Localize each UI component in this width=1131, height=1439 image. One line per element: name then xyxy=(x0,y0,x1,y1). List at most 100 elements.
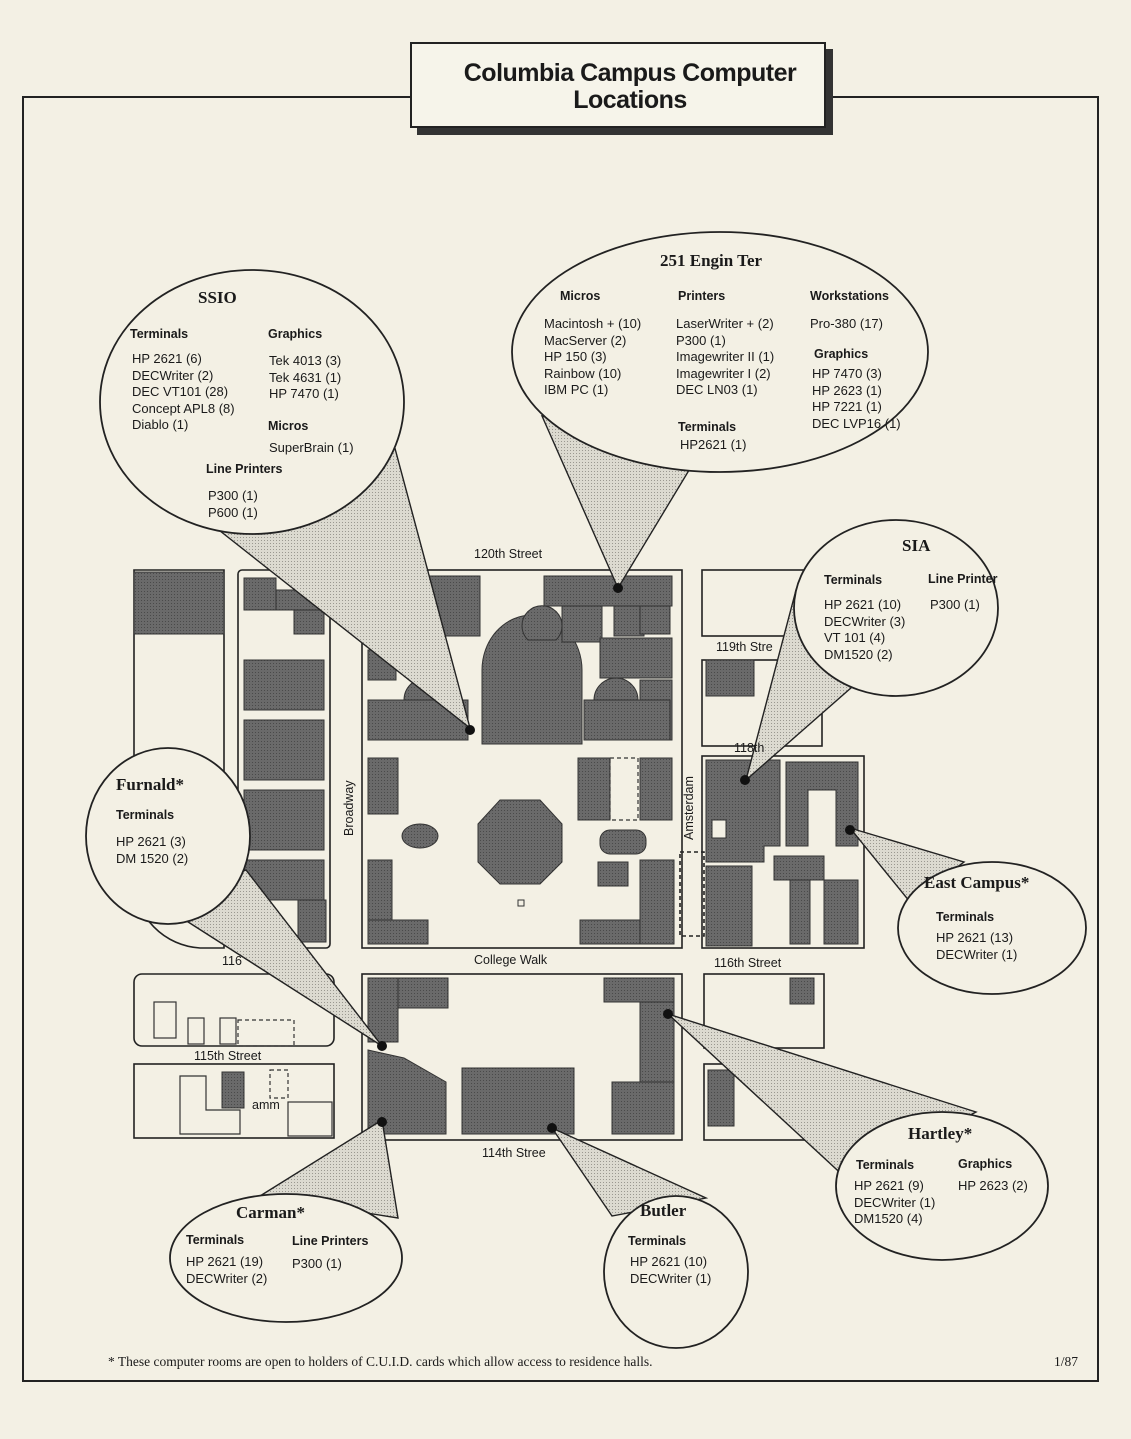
list-item: MacServer (2) xyxy=(544,332,627,348)
list-item: Concept APL8 (8) xyxy=(132,400,235,416)
list-item: IBM PC (1) xyxy=(544,382,609,397)
date-label: 1/87 xyxy=(1054,1354,1079,1369)
list-item: SuperBrain (1) xyxy=(269,440,354,455)
list-item: HP 2621 (6) xyxy=(132,351,202,366)
callout-hartley-name: Hartley* xyxy=(908,1124,973,1143)
callout-ssio-graphics-label: Graphics xyxy=(268,327,323,341)
callout-hartley-terminals-label: Terminals xyxy=(856,1158,915,1172)
callout-ssio-line-printers: P300 (1) P600 (1) xyxy=(208,488,258,521)
callout-butler-terminals-label: Terminals xyxy=(628,1234,687,1248)
callout-carman-line-printers: P300 (1) xyxy=(292,1256,342,1273)
callout-engin-graphics-label: Graphics xyxy=(814,347,869,361)
list-item: Tek 4631 (1) xyxy=(269,369,342,385)
title-box: Columbia Campus Computer Locations xyxy=(410,42,826,128)
block-west-114 xyxy=(133,1063,335,1139)
amsterdam-bridge xyxy=(679,851,705,937)
label-broadway: Broadway xyxy=(342,780,356,836)
outline-buildings xyxy=(153,1001,333,1137)
callout-hartley-graphics-label: Graphics xyxy=(958,1157,1013,1171)
callout-ssio-micros: SuperBrain (1) xyxy=(269,440,354,457)
callout-east-terminals-label: Terminals xyxy=(936,910,995,924)
callout-sia-line-printer: P300 (1) xyxy=(930,597,980,614)
callout-east-terminals: HP 2621 (13) DECWriter (1) xyxy=(936,930,1017,963)
list-item: DEC LN03 (1) xyxy=(676,382,758,397)
block-south-field xyxy=(361,973,683,1141)
callout-furnald-name: Furnald* xyxy=(116,775,185,794)
marker-sia xyxy=(740,775,750,785)
callout-sia-terminals-label: Terminals xyxy=(824,573,883,587)
callout-engin-micros: Macintosh + (10) MacServer (2) HP 150 (3… xyxy=(544,316,641,399)
list-item: Diablo (1) xyxy=(132,417,189,432)
list-item: HP 2621 (9) xyxy=(854,1178,924,1193)
marker-ssio xyxy=(465,725,475,735)
callout-sia-name: SIA xyxy=(902,536,931,555)
ellipse-east xyxy=(897,861,1087,995)
callout-engin-graphics: HP 7470 (3) HP 2623 (1) HP 7221 (1) DEC … xyxy=(812,366,901,432)
list-item: HP 150 (3) xyxy=(544,349,607,364)
footnote: * These computer rooms are open to holde… xyxy=(108,1354,653,1369)
list-item: P300 (1) xyxy=(930,597,980,612)
label-120th-street: 120th Street xyxy=(474,547,543,561)
title-line-1: Columbia Campus Computer xyxy=(463,59,797,87)
list-item: DECWriter (1) xyxy=(630,1270,712,1286)
list-item: Rainbow (10) xyxy=(544,365,622,381)
callout-ssio-name: SSIO xyxy=(198,288,237,307)
ellipse-butler xyxy=(603,1195,749,1349)
list-item: P300 (1) xyxy=(208,488,258,503)
list-item: P300 (1) xyxy=(676,332,726,348)
list-item: DECWriter (2) xyxy=(132,367,214,383)
marker-furnald xyxy=(377,1041,387,1051)
list-item: HP 2623 (1) xyxy=(812,382,882,398)
callout-furnald-terminals: HP 2621 (3) DM 1520 (2) xyxy=(116,834,188,867)
callout-engin-printers-label: Printers xyxy=(678,289,726,303)
label-116-west: 116 xyxy=(222,954,242,968)
ellipse-sia xyxy=(793,519,999,697)
list-item: P600 (1) xyxy=(208,504,258,520)
list-item: HP2621 (1) xyxy=(680,437,747,452)
callout-engin-workstations: Pro-380 (17) xyxy=(810,316,883,333)
list-item: DECWriter (1) xyxy=(936,946,1018,962)
callout-ssio-terminals: HP 2621 (6) DECWriter (2) DEC VT101 (28)… xyxy=(132,351,235,434)
marker-east xyxy=(845,825,855,835)
callout-carman-terminals: HP 2621 (19) DECWriter (2) xyxy=(186,1254,267,1287)
list-item: DM 1520 (2) xyxy=(116,850,189,866)
buildings xyxy=(133,571,859,1135)
ellipse-carman xyxy=(169,1193,403,1323)
list-item: HP 2621 (10) xyxy=(824,597,902,612)
callout-carman-terminals-label: Terminals xyxy=(186,1233,245,1247)
label-119th-street: 119th Stre xyxy=(716,640,773,654)
label-116th-street: 116th Street xyxy=(714,956,782,970)
list-item: VT 101 (4) xyxy=(824,630,886,645)
callout-engin-name: 251 Engin Ter xyxy=(660,251,763,270)
list-item: DM1520 (4) xyxy=(854,1211,923,1226)
callout-butler-terminals: HP 2621 (10) DECWriter (1) xyxy=(630,1254,711,1287)
marker-engin xyxy=(613,583,623,593)
list-item: HP 7470 (1) xyxy=(269,386,339,401)
ellipse-hartley xyxy=(835,1111,1049,1261)
callout-sia-terminals: HP 2621 (10) DECWriter (3) VT 101 (4) DM… xyxy=(824,597,905,663)
callout-furnald-terminals-label: Terminals xyxy=(116,808,175,822)
location-markers xyxy=(377,583,855,1133)
list-item: Pro-380 (17) xyxy=(810,316,883,331)
label-amsterdam: Amsterdam xyxy=(682,776,696,840)
list-item: Imagewriter I (2) xyxy=(676,365,771,381)
list-item: HP 2623 (2) xyxy=(958,1178,1028,1193)
list-item: DEC LVP16 (1) xyxy=(812,415,901,431)
marker-carman xyxy=(377,1117,387,1127)
list-item: Macintosh + (10) xyxy=(544,316,642,331)
callout-hartley-terminals: HP 2621 (9) DECWriter (1) DM1520 (4) xyxy=(854,1178,935,1228)
ellipse-ssio xyxy=(99,269,405,535)
label-118th-street: 118th xyxy=(734,741,765,755)
ellipse-engin xyxy=(511,231,929,473)
list-item: HP 7221 (1) xyxy=(812,399,882,414)
label-amm: amm xyxy=(252,1098,280,1112)
callout-carman-line-printers-label: Line Printers xyxy=(292,1234,369,1248)
callout-engin-micros-label: Micros xyxy=(560,289,601,303)
list-item: HP 2621 (10) xyxy=(630,1254,708,1269)
callout-ellipses xyxy=(85,231,1087,1349)
marker-butler xyxy=(547,1123,557,1133)
list-item: Imagewriter II (1) xyxy=(676,349,775,364)
label-115th-street: 115th Street xyxy=(194,1049,262,1063)
callout-east-name: East Campus* xyxy=(924,873,1030,892)
